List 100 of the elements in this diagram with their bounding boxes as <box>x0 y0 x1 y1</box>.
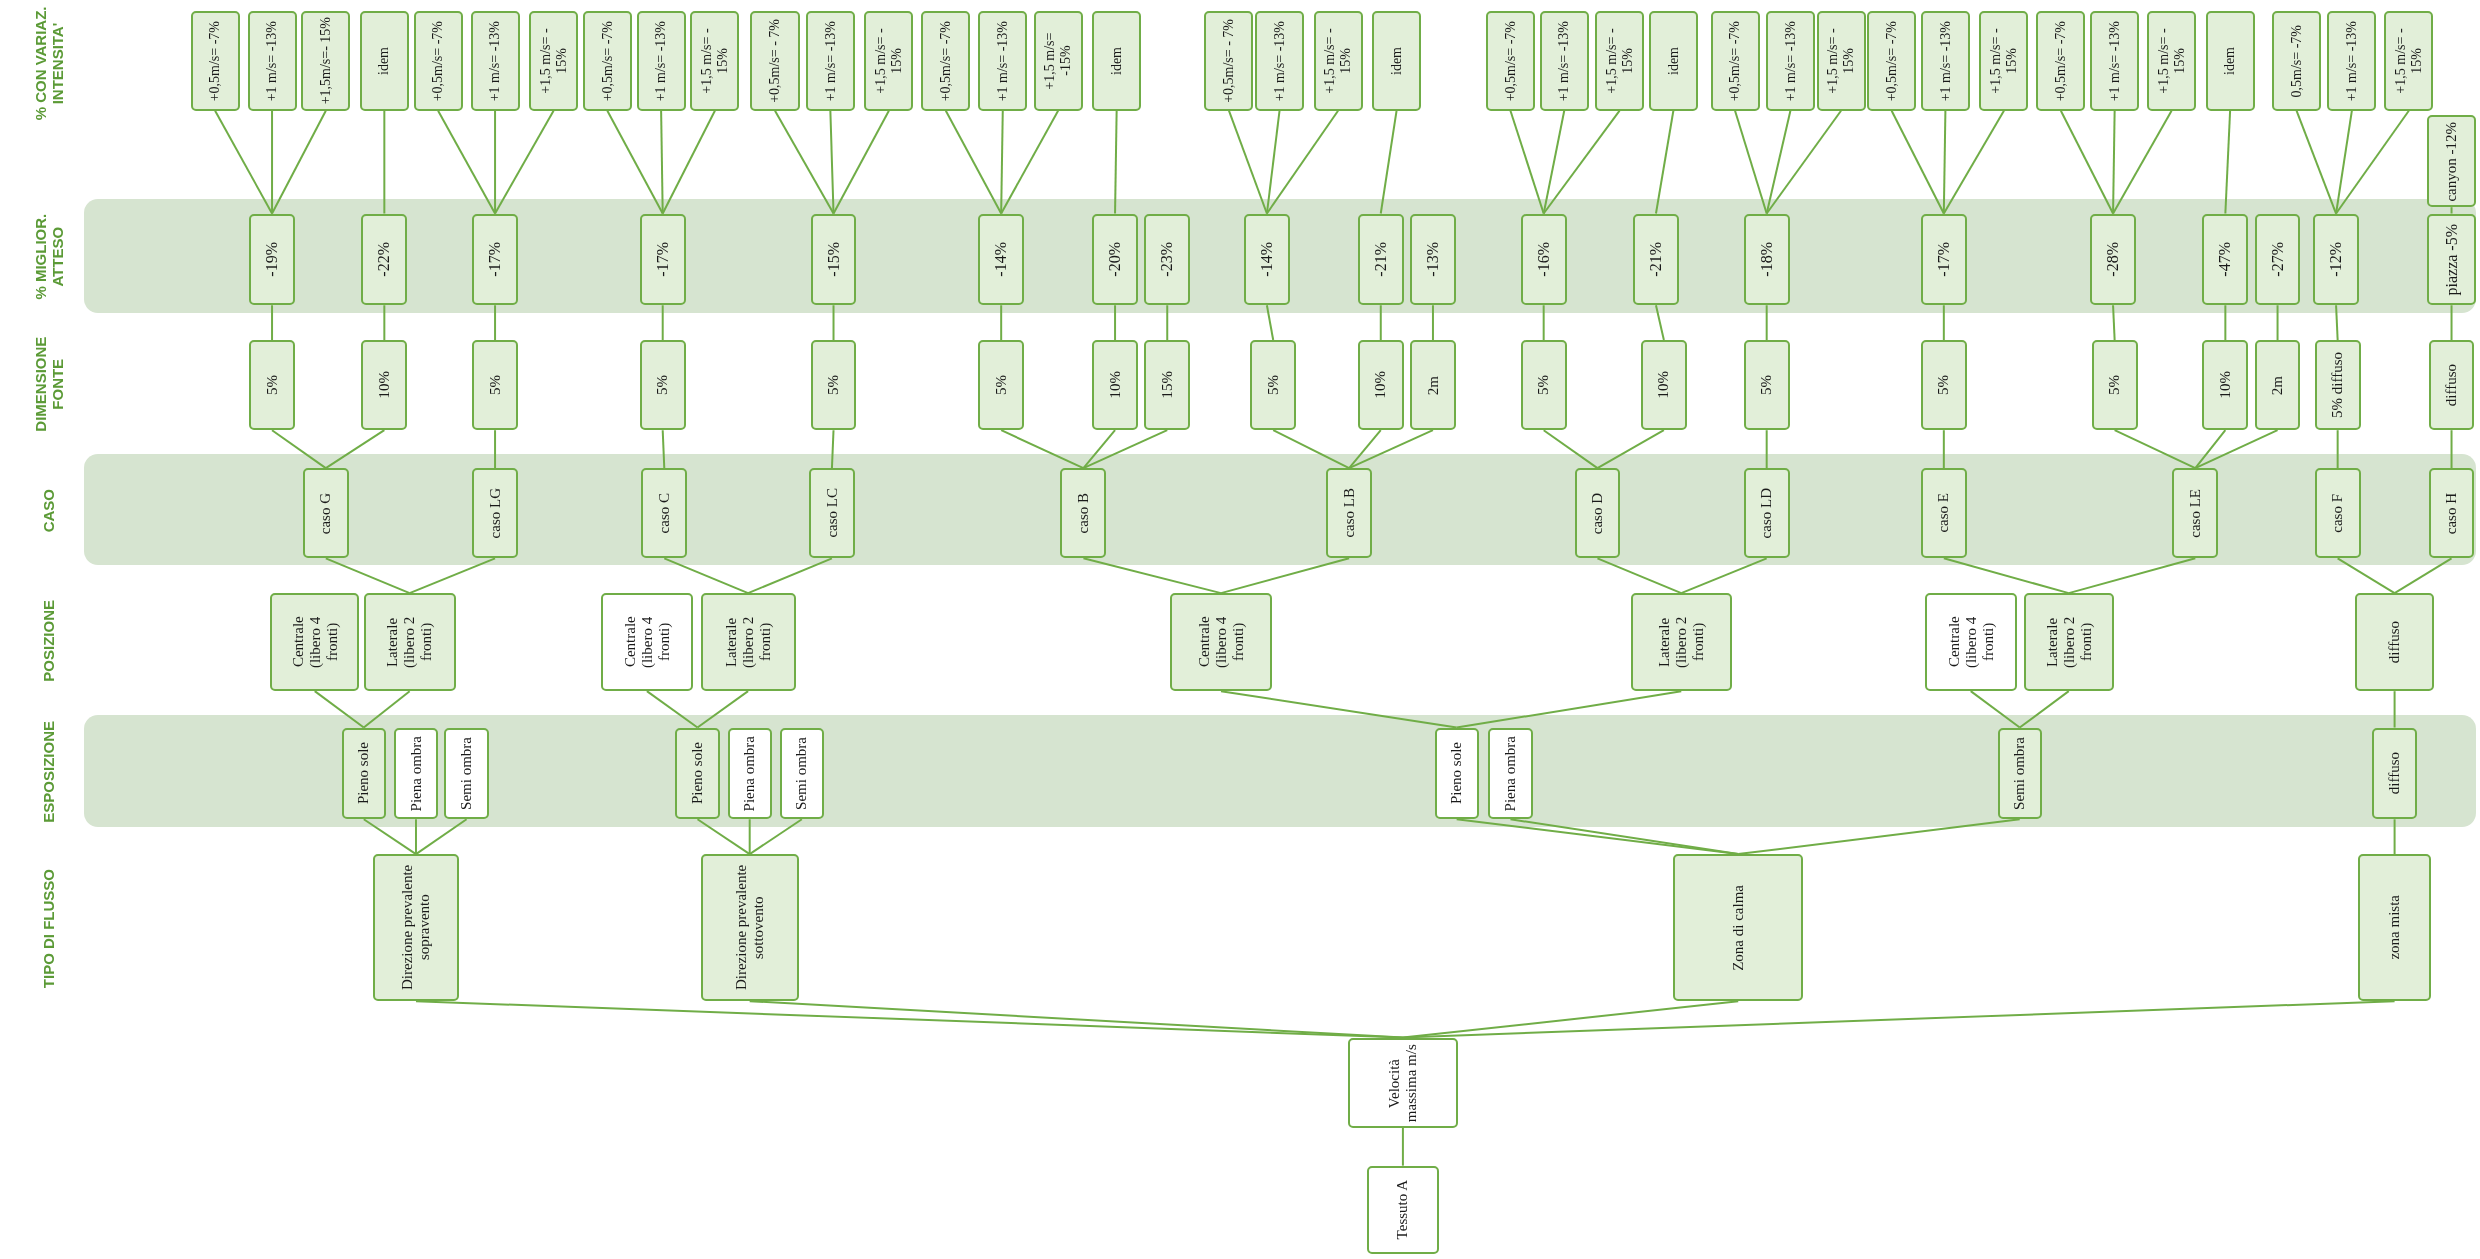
node-label: 5% <box>263 375 281 396</box>
connector-line <box>1455 690 1683 729</box>
tree-node <box>1485 11 1535 111</box>
connector-line <box>1401 1000 1740 1039</box>
node-label: -17% <box>653 242 672 277</box>
node-label: idem <box>2222 46 2238 75</box>
connector-line <box>414 818 468 856</box>
node-label: 5% <box>2106 375 2124 396</box>
node-label: +1 m/s= -13% <box>1782 20 1799 102</box>
tree-node <box>472 468 518 559</box>
connector-line <box>494 109 497 215</box>
tree-node <box>978 213 1025 306</box>
tree-node <box>2254 340 2301 431</box>
connector-line <box>2295 109 2338 215</box>
tree-node <box>249 340 295 431</box>
node-label: idem <box>1388 46 1405 75</box>
node-label: +1 m/s= -13% <box>487 20 503 102</box>
tree-node <box>2202 213 2249 306</box>
node-label: +1 m/s= -13% <box>2106 20 2123 102</box>
tree-node <box>270 593 359 692</box>
tree-node <box>1673 854 1804 1002</box>
node-label: +0,5m/s= - 7% <box>767 18 783 103</box>
connector-line <box>774 109 835 215</box>
tree-node <box>750 11 800 111</box>
connector-line <box>2067 557 2197 595</box>
connector-line <box>661 429 666 470</box>
node-label: +0,5m/s= -7% <box>2053 20 2069 102</box>
connector-line <box>271 429 327 470</box>
tree-node <box>582 11 632 111</box>
node-label: -13% <box>1424 242 1442 277</box>
connector-line <box>1431 304 1434 342</box>
node-label: +0,5m/s= -7% <box>1727 20 1743 102</box>
connector-line <box>2194 429 2279 470</box>
connector-line <box>2224 109 2232 215</box>
node-label: +1 m/s= -13% <box>653 20 669 102</box>
row-heading: ESPOSIZIONE <box>40 720 58 823</box>
node-label: Laterale (libero 2 fronti) <box>2043 615 2094 670</box>
connector-line <box>1265 304 1275 342</box>
connector-line <box>1765 429 1768 470</box>
node-label: -19% <box>263 242 281 277</box>
node-label: +1,5 m/s= - 15% <box>1988 27 2020 96</box>
connector-line <box>1379 304 1382 342</box>
connector-line <box>2450 206 2453 215</box>
node-label: +0,5m/s= - 7% <box>1221 18 1237 103</box>
tree-node <box>470 11 520 111</box>
tree-node <box>810 213 857 306</box>
tree-node <box>393 727 439 820</box>
tree-node <box>373 854 459 1002</box>
tree-node <box>810 340 857 431</box>
tree-node <box>247 11 297 111</box>
node-label: Laterale (libero 2 fronti) <box>722 615 774 670</box>
tree-node <box>1243 213 1290 306</box>
node-label: +1,5 m/s= - 15% <box>699 27 731 96</box>
tree-node <box>1372 11 1422 111</box>
connector-line <box>1942 304 1945 342</box>
node-label: zona mista <box>2386 895 2403 960</box>
tree-node <box>2427 213 2476 306</box>
tree-node <box>472 213 518 306</box>
connector-line <box>2194 429 2227 470</box>
tree-node <box>2090 213 2136 306</box>
tree-node <box>1743 213 1790 306</box>
tree-node <box>1997 727 2042 820</box>
tree-node <box>2372 727 2417 820</box>
node-label: 5% <box>1935 375 1953 396</box>
tree-node <box>190 11 240 111</box>
tree-node <box>1640 340 1687 431</box>
connector-line <box>663 557 750 595</box>
connector-line <box>832 109 890 215</box>
node-label: 10% <box>1655 371 1673 399</box>
connector-line <box>660 109 664 215</box>
node-label: +0,5m/s= -7% <box>599 20 616 102</box>
tree-node <box>1092 11 1142 111</box>
node-label: Laterale (libero 2 fronti) <box>1656 615 1707 670</box>
tree-node <box>1743 340 1790 431</box>
node-label: caso H <box>2443 492 2460 534</box>
connector-line <box>1379 109 1398 215</box>
connector-line <box>1942 109 1947 215</box>
node-label: -22% <box>375 242 394 277</box>
node-label: 0,5m/s= -7% <box>2288 24 2305 98</box>
node-label: caso G <box>317 492 335 534</box>
tree-node <box>2147 11 2197 111</box>
tree-node <box>690 11 740 111</box>
tree-node <box>1979 11 2029 111</box>
node-label: 5% <box>992 375 1010 396</box>
connector-line <box>2335 109 2353 215</box>
tree-node <box>413 11 463 111</box>
connector-line <box>414 818 417 856</box>
connector-line <box>1890 109 1945 215</box>
connector-line <box>2018 690 2070 729</box>
tree-node <box>2327 11 2377 111</box>
connector-line <box>1654 109 1675 215</box>
connector-line <box>1220 557 1351 595</box>
connector-line <box>1265 109 1340 215</box>
node-label: 10% <box>1372 371 1390 399</box>
row-heading: DIMENSIONE FONTE <box>32 335 66 434</box>
connector-line <box>2450 304 2453 342</box>
tree-node <box>1539 11 1589 111</box>
connector-line <box>324 557 411 595</box>
connector-line <box>1509 818 1740 856</box>
node-label: 5% <box>486 375 504 396</box>
